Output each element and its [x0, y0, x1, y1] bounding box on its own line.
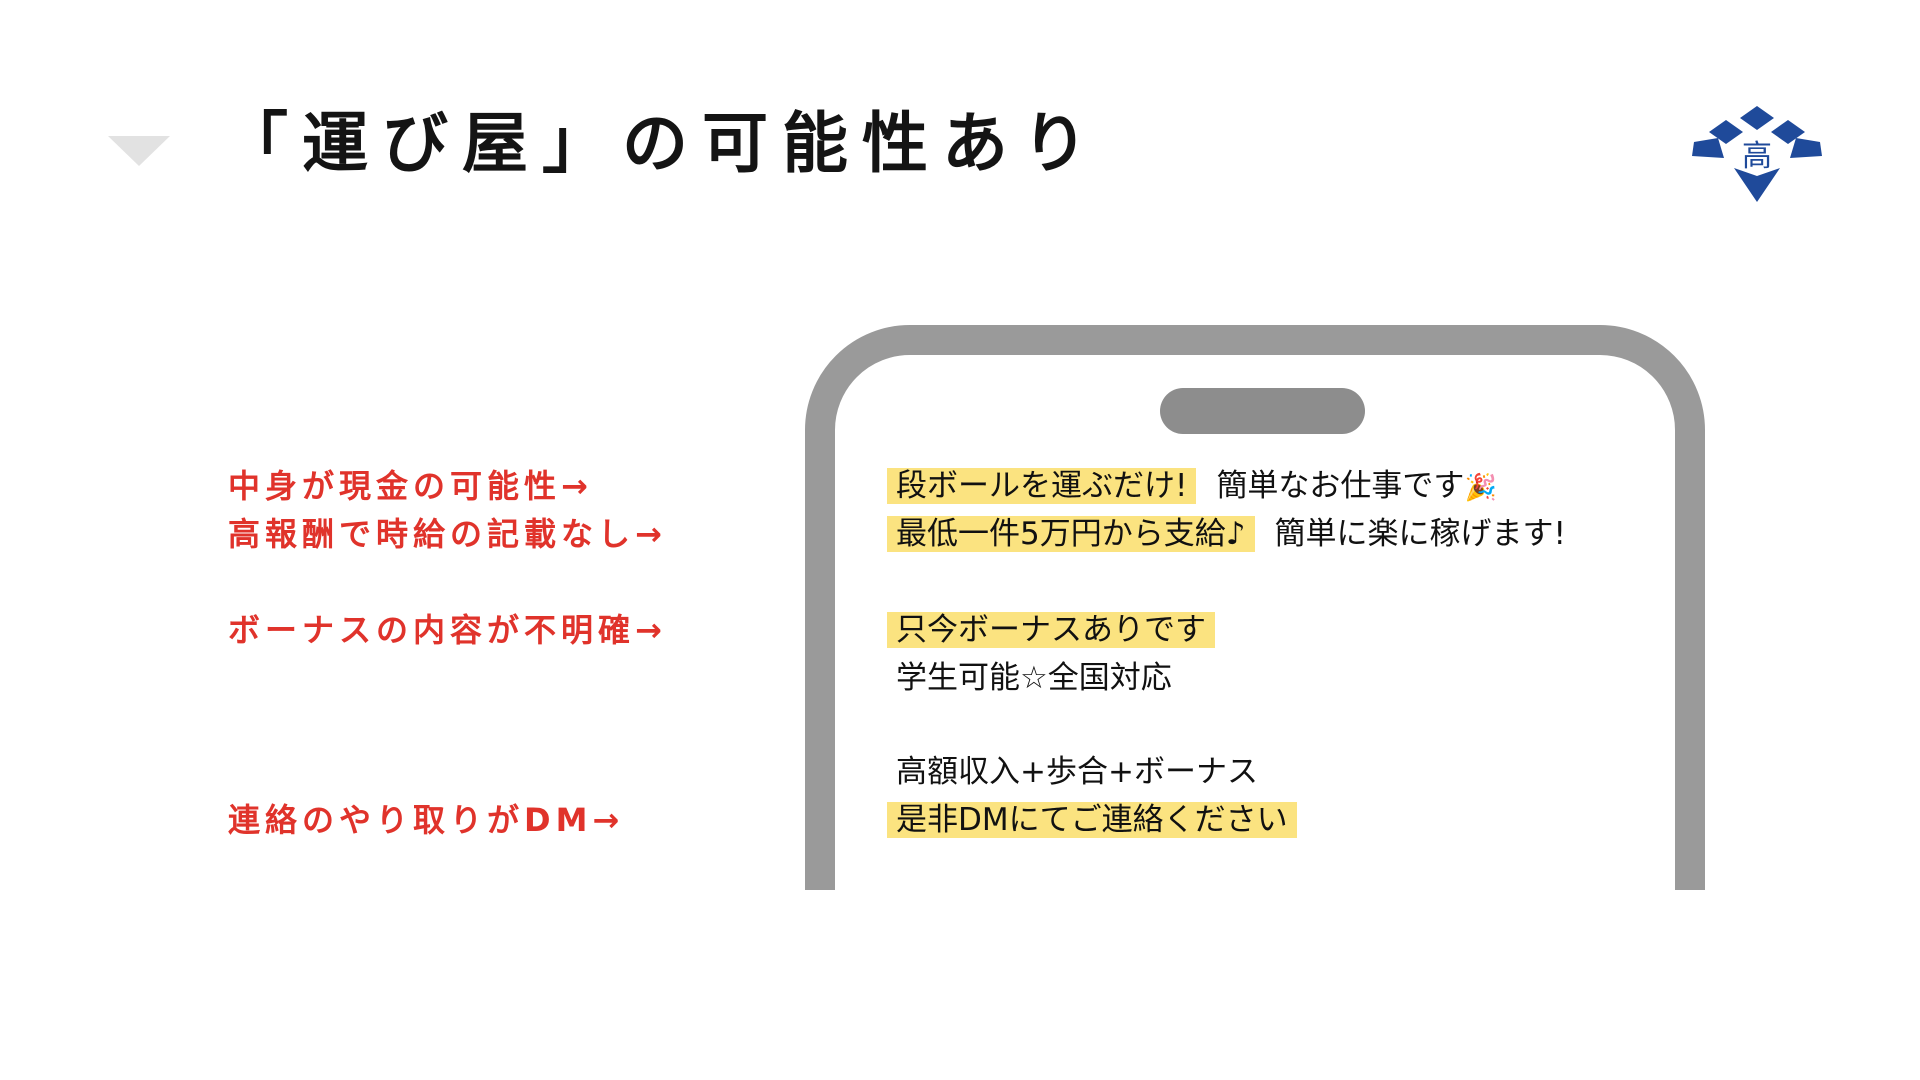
post-line-1: 段ボールを運ぶだけ! 簡単なお仕事です🎉: [887, 466, 1497, 508]
page-title: 「運び屋」の可能性あり: [222, 105, 1102, 182]
school-emblem-logo: 高: [1692, 106, 1822, 202]
post-line-6-highlight: 是非DMにてご連絡ください: [887, 802, 1297, 838]
post-line-4: 学生可能☆全国対応: [896, 658, 1172, 698]
annotation-4: 連絡のやり取りがDM→: [228, 801, 625, 839]
post-line-3: 只今ボーナスありです: [887, 610, 1235, 650]
party-popper-icon: 🎉: [1464, 473, 1497, 503]
post-line-1-highlight: 段ボールを運ぶだけ!: [887, 468, 1197, 504]
post-line-6: 是非DMにてご連絡ください: [887, 800, 1317, 840]
triangle-marker-icon: [108, 136, 170, 166]
phone-notch: [1160, 388, 1365, 434]
annotation-3: ボーナスの内容が不明確→: [228, 611, 667, 649]
post-line-1-plain: 簡単なお仕事です: [1216, 468, 1465, 504]
logo-glyph: 高: [1742, 139, 1772, 174]
post-line-2-plain: 簡単に楽に稼げます!: [1274, 516, 1566, 552]
post-line-5-plain: 高額収入+歩合+ボーナス: [896, 754, 1258, 790]
annotation-2: 高報酬で時給の記載なし→: [228, 515, 667, 553]
annotation-1: 中身が現金の可能性→: [228, 467, 593, 505]
post-line-2-highlight: 最低一件5万円から支給♪: [887, 516, 1255, 552]
post-line-3-highlight: 只今ボーナスありです: [887, 612, 1215, 648]
post-line-4-plain: 学生可能☆全国対応: [896, 660, 1172, 696]
post-line-5: 高額収入+歩合+ボーナス: [896, 752, 1258, 792]
post-line-2: 最低一件5万円から支給♪ 簡単に楽に稼げます!: [887, 514, 1566, 554]
